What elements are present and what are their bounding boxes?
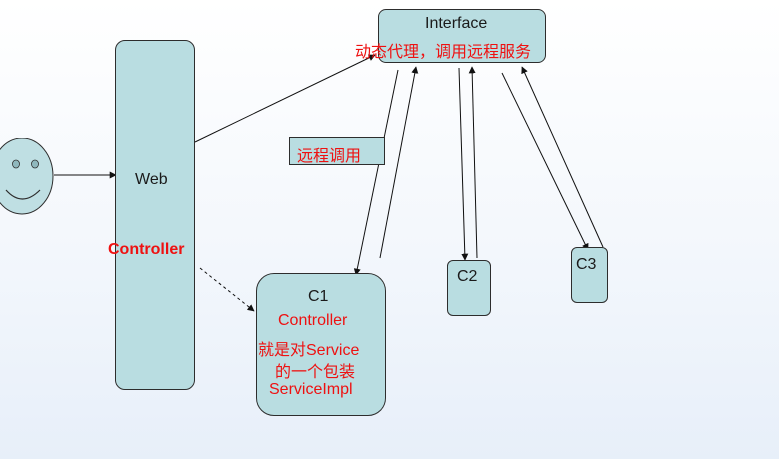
c1-box-title: C1 — [308, 288, 329, 305]
arrow-web-to-c1-dashed — [199, 267, 255, 312]
c1-line-2: 就是对Service — [258, 342, 360, 359]
c2-box — [447, 260, 491, 316]
c1-line-4: ServiceImpl — [269, 381, 353, 398]
remote-call-label-box — [289, 137, 385, 165]
c1-box — [256, 273, 386, 416]
interface-box-title: Interface — [425, 15, 488, 32]
web-box-subtitle: Controller — [108, 241, 185, 258]
interface-box — [378, 9, 546, 63]
arrow-c3-to-interface — [521, 66, 604, 248]
interface-box-note: 动态代理，调用远程服务 — [355, 44, 532, 61]
user-smiley-icon — [0, 138, 54, 215]
web-box-title: Web — [135, 171, 168, 188]
remote-call-label: 远程调用 — [297, 148, 362, 165]
c3-box-title: C3 — [576, 256, 597, 273]
arrow-interface-to-c1 — [353, 69, 399, 276]
web-box — [115, 40, 195, 390]
c3-box — [571, 247, 608, 303]
arrow-c2-to-interface — [468, 66, 478, 259]
c1-line-3: 的一个包装 — [275, 364, 356, 381]
arrow-interface-to-c2 — [458, 67, 469, 261]
arrow-c1-to-interface — [379, 66, 419, 259]
arrow-web-to-interface — [194, 54, 376, 143]
c2-box-title: C2 — [457, 268, 478, 285]
c1-line-1: Controller — [278, 312, 348, 329]
arrow-interface-to-c3 — [501, 72, 589, 251]
